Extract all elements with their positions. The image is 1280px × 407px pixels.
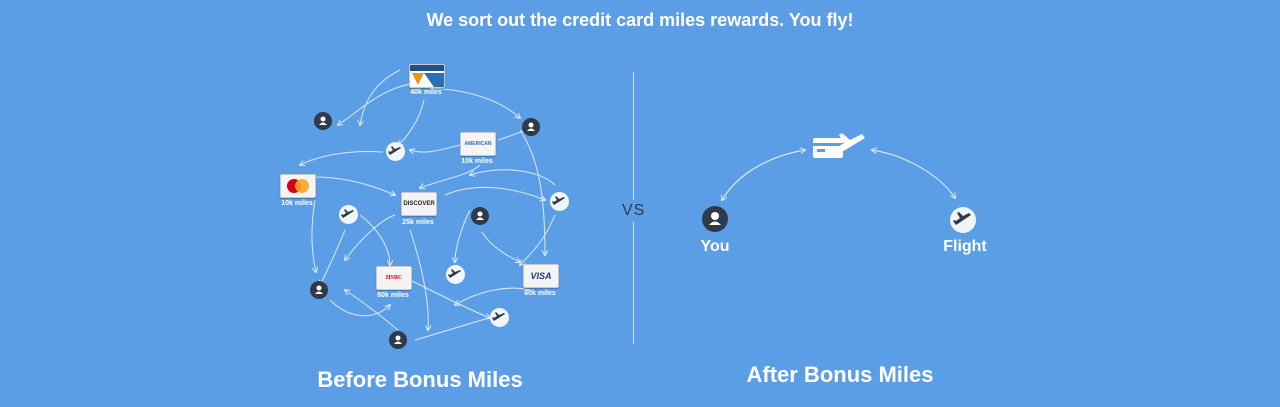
- credit-card-plane-icon: [813, 133, 865, 158]
- card-visa: VISA: [523, 264, 559, 288]
- person-node: [522, 118, 540, 136]
- plane-icon: [492, 312, 505, 321]
- plane-node: [446, 265, 465, 284]
- plane-node: [550, 192, 569, 211]
- person-icon: [476, 211, 484, 220]
- discover-label: DISCOVER: [403, 201, 435, 207]
- plane-icon: [552, 196, 565, 205]
- vs-label: VS: [622, 200, 646, 222]
- flight-node: [950, 207, 976, 233]
- person-icon: [315, 285, 323, 294]
- visa-label: VISA: [530, 271, 552, 281]
- you-node: [702, 206, 728, 232]
- card-hsbc: HSBC: [376, 266, 412, 290]
- miles-mastercard: 10k miles: [281, 200, 313, 207]
- miles-amex: 10k miles: [461, 158, 493, 165]
- card-mastercard: [280, 174, 316, 198]
- after-caption: After Bonus Miles: [746, 362, 934, 387]
- credit-card-plane-node: [810, 128, 868, 166]
- person-icon: [527, 122, 535, 131]
- plane-node: [386, 142, 405, 161]
- mastercard-logo-icon: [287, 179, 309, 193]
- delta-logo-icon: [410, 65, 444, 87]
- person-node: [310, 281, 328, 299]
- miles-discover: 25k miles: [402, 219, 434, 226]
- person-node: [389, 331, 407, 349]
- flight-label: Flight: [943, 238, 987, 255]
- card-discover: DISCOVER: [401, 192, 437, 216]
- plane-icon: [448, 269, 461, 278]
- before-caption: Before Bonus Miles: [317, 367, 523, 392]
- miles-visa: 60k miles: [524, 290, 556, 297]
- hsbc-label: HSBC: [385, 275, 403, 281]
- plane-node: [339, 205, 358, 224]
- plane-icon: [341, 209, 354, 218]
- miles-hsbc: 80k miles: [377, 292, 409, 299]
- plane-icon: [388, 146, 401, 155]
- card-delta: [409, 64, 445, 88]
- person-node: [314, 112, 332, 130]
- person-node: [471, 207, 489, 225]
- after-arrows: [722, 150, 955, 200]
- headline: We sort out the credit card miles reward…: [426, 10, 854, 30]
- person-icon: [319, 116, 327, 125]
- card-amex: AMERICAN EXPRESS: [460, 132, 496, 156]
- person-icon: [394, 335, 402, 344]
- person-icon: [709, 212, 721, 225]
- you-label: You: [700, 238, 730, 255]
- plane-icon: [953, 212, 971, 225]
- plane-node: [490, 308, 509, 327]
- amex-label: AMERICAN EXPRESS: [464, 141, 492, 147]
- miles-delta: 40k miles: [410, 89, 442, 96]
